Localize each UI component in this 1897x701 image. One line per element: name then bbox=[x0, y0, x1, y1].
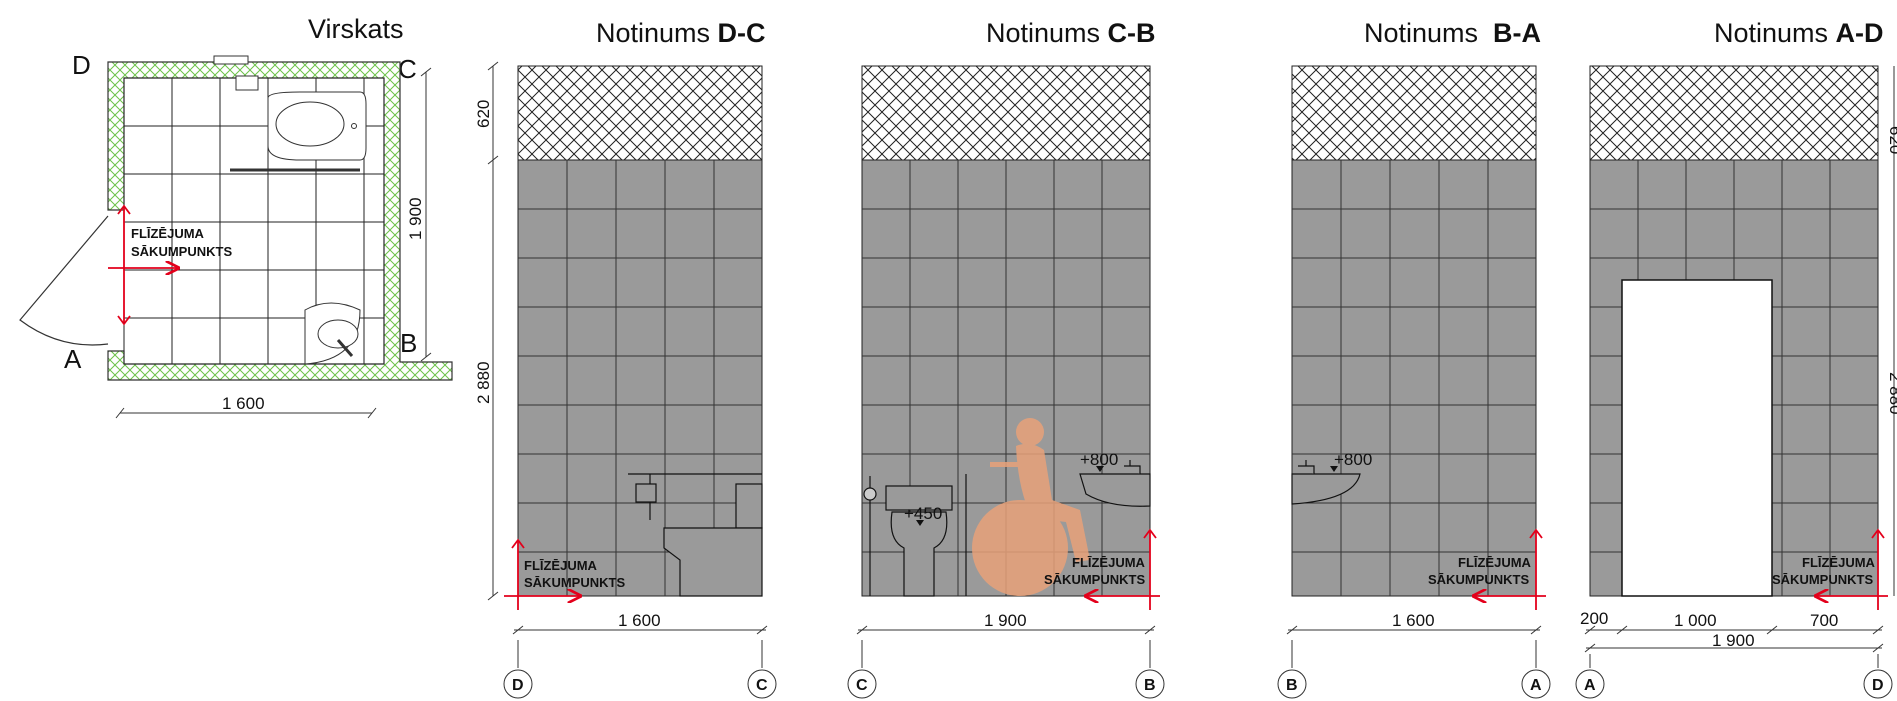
door-opening bbox=[1621, 279, 1773, 597]
ceiling-hatch bbox=[517, 65, 763, 161]
corner-label-c: C bbox=[398, 54, 417, 84]
level-sink: +800 bbox=[1334, 450, 1372, 469]
dim-width: 1 900 bbox=[984, 611, 1027, 630]
tile-wall bbox=[1291, 159, 1537, 597]
axis-tag-left-label: A bbox=[1584, 677, 1596, 694]
axis-tag-left-label: D bbox=[512, 677, 524, 694]
axis-tag-left bbox=[847, 669, 877, 699]
plan-title: Virskats bbox=[308, 14, 404, 44]
axis-tag-right-label: B bbox=[1144, 677, 1156, 694]
dim-segment-c: 700 bbox=[1810, 611, 1838, 630]
plan-dim-height: 1 900 bbox=[406, 197, 425, 240]
start-note-1: FLĪZĒJUMA bbox=[524, 558, 598, 573]
start-note-1: FLĪZĒJUMA bbox=[1072, 555, 1146, 570]
level-sink: +800 bbox=[1080, 450, 1118, 469]
elevation-a-d: Notinums A-D FLĪZĒJUMA SĀKUMPUNKTS 620 2… bbox=[1575, 18, 1897, 699]
start-note-1: FLĪZĒJUMA bbox=[1802, 555, 1876, 570]
axis-tag-right bbox=[1135, 669, 1165, 699]
axis-tag-left bbox=[1277, 669, 1307, 699]
dim-top: 620 bbox=[1886, 126, 1897, 154]
start-note-1: FLĪZĒJUMA bbox=[1458, 555, 1532, 570]
axis-tag-right-label: C bbox=[756, 677, 768, 694]
sink-side-icon bbox=[1079, 460, 1151, 507]
plan-start-marker bbox=[108, 204, 178, 326]
ceiling-hatch bbox=[1589, 65, 1879, 161]
elevation-title: Notinums A-D bbox=[1714, 18, 1884, 48]
elevation-d-c: Notinums D-C 620 2 880 FLĪZĒJUMA bbox=[474, 18, 777, 699]
corner-label-a: A bbox=[64, 344, 82, 374]
axis-tag-right-label: A bbox=[1530, 677, 1542, 694]
elevation-title: Notinums D-C bbox=[596, 18, 766, 48]
corner-label-d: D bbox=[72, 50, 91, 80]
dim-width: 1 600 bbox=[618, 611, 661, 630]
dim-width: 1 600 bbox=[1392, 611, 1435, 630]
tile-grid bbox=[518, 160, 762, 596]
elevation-title: Notinums B-A bbox=[1364, 18, 1541, 48]
dim-wall: 2 880 bbox=[1886, 372, 1897, 415]
start-note-2: SĀKUMPUNKTS bbox=[1428, 572, 1529, 587]
plan-dim-width: 1 600 bbox=[222, 394, 265, 413]
start-marker bbox=[1086, 528, 1160, 610]
corner-label-b: B bbox=[400, 328, 417, 358]
plan-sink-icon bbox=[304, 302, 361, 365]
plan-vent bbox=[213, 55, 249, 65]
ceiling-hatch bbox=[861, 65, 1151, 161]
axis-tag-left bbox=[503, 669, 533, 699]
plan-start-note-1: FLĪZĒJUMA bbox=[131, 226, 205, 241]
axis-tag-right bbox=[1521, 669, 1551, 699]
level-wc: +450 bbox=[904, 504, 942, 523]
plan-toilet-icon bbox=[230, 75, 367, 172]
ceiling-hatch bbox=[1291, 65, 1537, 161]
elevation-title: Notinums C-B bbox=[986, 18, 1156, 48]
sink-side-icon bbox=[1291, 460, 1361, 505]
axis-tag-right bbox=[747, 669, 777, 699]
dim-top: 620 bbox=[474, 100, 493, 128]
start-marker bbox=[504, 538, 580, 610]
axis-tag-left-label: C bbox=[856, 677, 868, 694]
start-note-2: SĀKUMPUNKTS bbox=[1044, 572, 1145, 587]
axis-tag-right bbox=[1863, 669, 1893, 699]
axis-tag-right-label: D bbox=[1872, 677, 1884, 694]
plan-door-swing bbox=[19, 215, 109, 346]
start-note-2: SĀKUMPUNKTS bbox=[524, 575, 625, 590]
toilet-side-icon bbox=[628, 473, 763, 597]
axis-tag-left bbox=[1575, 669, 1605, 699]
dim-total: 1 900 bbox=[1712, 631, 1755, 650]
axis-tag-left-label: B bbox=[1286, 677, 1298, 694]
dim-segment-a: 200 bbox=[1580, 609, 1608, 628]
tile-grid bbox=[1292, 160, 1536, 596]
tile-wall bbox=[517, 159, 763, 597]
wheelchair-user-icon bbox=[972, 418, 1090, 596]
dim-segment-b: 1 000 bbox=[1674, 611, 1717, 630]
dim-wall: 2 880 bbox=[474, 361, 493, 404]
plan-start-note-2: SĀKUMPUNKTS bbox=[131, 244, 232, 259]
elevation-c-b: Notinums C-B +8 bbox=[847, 18, 1165, 699]
elevation-b-a: Notinums B-A +800 FLĪZĒJUMA SĀKUMPUNKTS … bbox=[1277, 18, 1551, 699]
toilet-front-icon bbox=[863, 474, 967, 597]
start-marker bbox=[1474, 528, 1546, 610]
start-marker bbox=[1816, 528, 1888, 610]
plan-view: Virskats D C A B bbox=[19, 14, 453, 419]
start-note-2: SĀKUMPUNKTS bbox=[1772, 572, 1873, 587]
